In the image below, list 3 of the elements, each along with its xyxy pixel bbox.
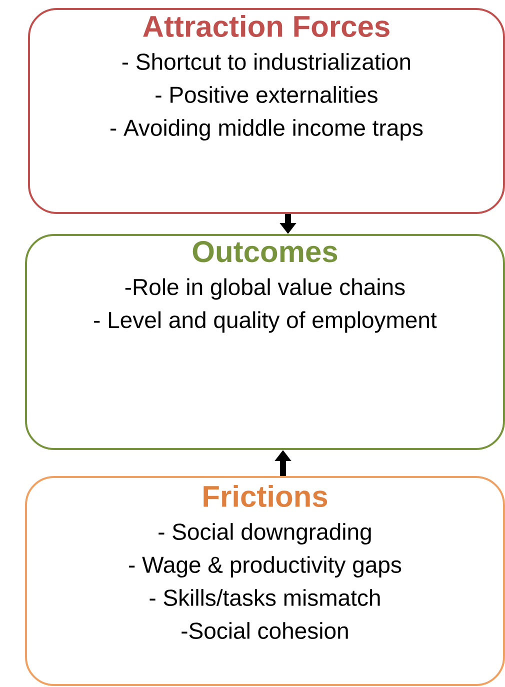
text-box: Attraction Forces - Shortcut to industrialization - Positive externalities - Avoiding middle income traps bbox=[28, 8, 505, 214]
text-box: Frictions - Social downgrading - Wage & productivity gaps - Skills/tasks mismatch -Social cohesion bbox=[25, 476, 505, 686]
text-box: Outcomes -Role in global value chains - Level and quality of employment bbox=[25, 234, 505, 450]
